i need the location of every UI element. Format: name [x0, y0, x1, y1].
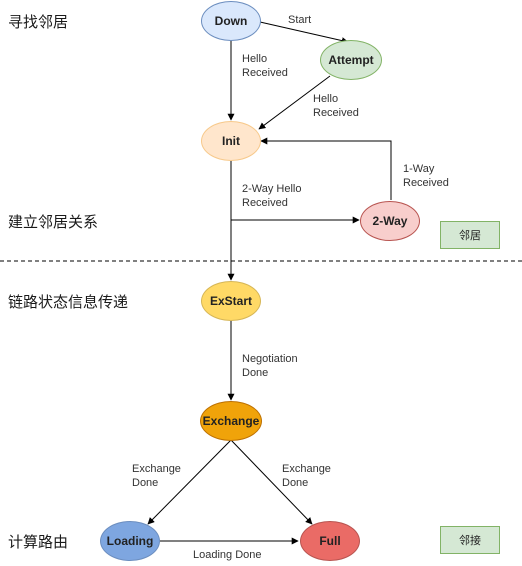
edge-down-attempt — [259, 21, 349, 45]
edge-twoway-init — [260, 137, 392, 200]
state-attempt: Attempt — [320, 40, 382, 80]
section-exchange-lsdb: 链路状态信息传递 — [8, 293, 129, 311]
edge-attempt-init — [258, 75, 331, 130]
state-init: Init — [201, 121, 261, 161]
edge-exchange-loading — [147, 439, 232, 525]
state-exstart: ExStart — [201, 281, 261, 321]
state-loading: Loading — [100, 521, 160, 561]
state-down: Down — [201, 1, 261, 41]
state-two-way: 2-Way — [360, 201, 420, 241]
section-compute-route: 计算路由 — [8, 533, 69, 551]
section-find-neighbor: 寻找邻居 — [8, 13, 69, 31]
edge-exchange-full — [230, 439, 313, 525]
state-full: Full — [300, 521, 360, 561]
badge-adjacency: 邻接 — [440, 526, 500, 554]
badge-neighbor: 邻居 — [440, 221, 500, 249]
state-exchange: Exchange — [200, 401, 262, 441]
section-build-relation: 建立邻居关系 — [8, 213, 99, 231]
label-loading-done: Loading Done — [193, 549, 262, 561]
label-start: Start — [288, 14, 312, 26]
